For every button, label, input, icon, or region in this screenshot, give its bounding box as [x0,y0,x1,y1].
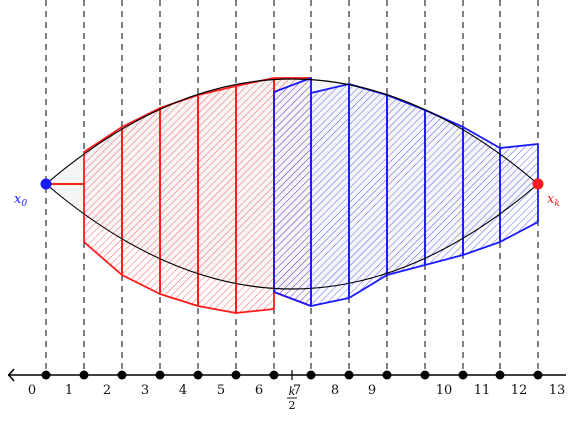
tick-label-1: 1 [65,383,73,398]
axis-point-7 [306,370,316,380]
red-trapezoid-2 [121,107,161,295]
blue-trapezoids [273,77,539,307]
end-point [532,178,544,190]
red-trapezoid-1 [83,126,123,276]
number-line: 0 1 2 3 4 5 6 7 8 9 10 11 12 13 k 2 [7,368,566,412]
axis-arrow-left [7,368,15,382]
axis-point-8 [344,370,354,380]
axis-points [41,370,543,380]
midpoint-label: k 2 [287,385,297,412]
end-point-label: xk [547,192,560,209]
tick-label-8: 8 [331,383,339,398]
axis-point-5 [231,370,241,380]
axis-point-10 [420,370,430,380]
tick-label-9: 9 [368,383,376,398]
tick-label-6: 6 [255,383,263,398]
tick-label-12: 12 [511,383,528,398]
tick-labels: 0 1 2 3 4 5 6 7 8 9 10 11 12 13 [28,383,565,398]
axis-point-2 [117,370,127,380]
tick-label-5: 5 [217,383,225,398]
red-trapezoid-3 [159,94,199,307]
red-trapezoid-5 [235,77,275,314]
axis-point-12 [495,370,505,380]
start-point [40,178,52,190]
axis-point-3 [155,370,165,380]
tick-label-7: 7 [293,383,301,398]
tick-label-0: 0 [28,383,36,398]
axis-point-9 [382,370,392,380]
axis-point-1 [79,370,89,380]
tick-label-10: 10 [436,383,453,398]
blue-trapezoid-12 [499,143,539,243]
midpoint-numerator: k [289,385,296,398]
blue-trapezoid-11 [462,126,501,256]
axis-point-11 [458,370,468,380]
blue-trapezoid-9 [386,94,426,276]
tick-label-2: 2 [103,383,111,398]
start-point-label: x0 [14,192,27,209]
axis-point-6 [269,370,279,380]
tick-label-4: 4 [179,383,187,398]
axis-point-13 [533,370,543,380]
blue-trapezoid-8 [348,83,388,299]
tick-label-11: 11 [474,383,491,398]
midpoint-denominator: 2 [289,399,296,412]
red-trapezoids [45,77,312,314]
blue-trapezoid-7 [310,83,350,307]
axis-point-4 [193,370,203,380]
blue-trapezoid-6 [273,77,312,307]
axis-point-0 [41,370,51,380]
tick-label-3: 3 [141,383,149,398]
tick-label-13: 13 [549,383,566,398]
